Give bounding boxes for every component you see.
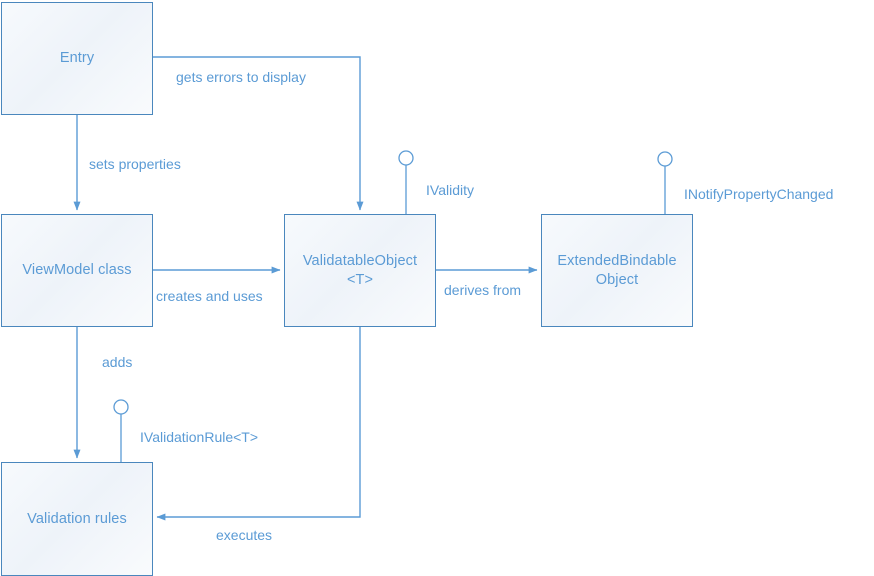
edge-entry-to-validatable (153, 56, 364, 211)
node-entry-label: Entry (59, 50, 95, 67)
edge-label-derives-from: derives from (444, 282, 522, 298)
node-validatable-object-label: ValidatableObject <T> (302, 252, 418, 288)
node-validation-rules-label: Validation rules (27, 510, 127, 527)
node-viewmodel-class-label: ViewModel class (22, 262, 132, 279)
interface-label-ivalidationrule: IValidationRule<T> (140, 429, 259, 445)
edge-label-adds: adds (102, 354, 133, 370)
edge-label-executes: executes (216, 527, 273, 543)
node-viewmodel-class[interactable]: ViewModel class (1, 214, 153, 327)
node-validation-rules[interactable]: Validation rules (1, 462, 153, 576)
interface-label-inotifypropertychanged: INotifyPropertyChanged (684, 186, 834, 202)
node-entry[interactable]: Entry (1, 2, 153, 115)
edge-label-gets-errors-to-display: gets errors to display (176, 69, 306, 85)
ivalidity-icon (398, 150, 414, 166)
inotifypropertychanged-icon (657, 151, 673, 167)
node-validatable-object[interactable]: ValidatableObject <T> (284, 214, 436, 327)
edge-validatable-to-rules (156, 327, 361, 521)
node-extended-bindable-object-label: ExtendedBindable Object (557, 252, 677, 288)
node-extended-bindable-object[interactable]: ExtendedBindable Object (541, 214, 693, 327)
edge-label-sets-properties: sets properties (89, 156, 181, 172)
edge-label-creates-and-uses: creates and uses (156, 288, 263, 304)
ivalidationrule-icon (113, 399, 129, 415)
interface-label-ivalidity: IValidity (426, 182, 474, 198)
